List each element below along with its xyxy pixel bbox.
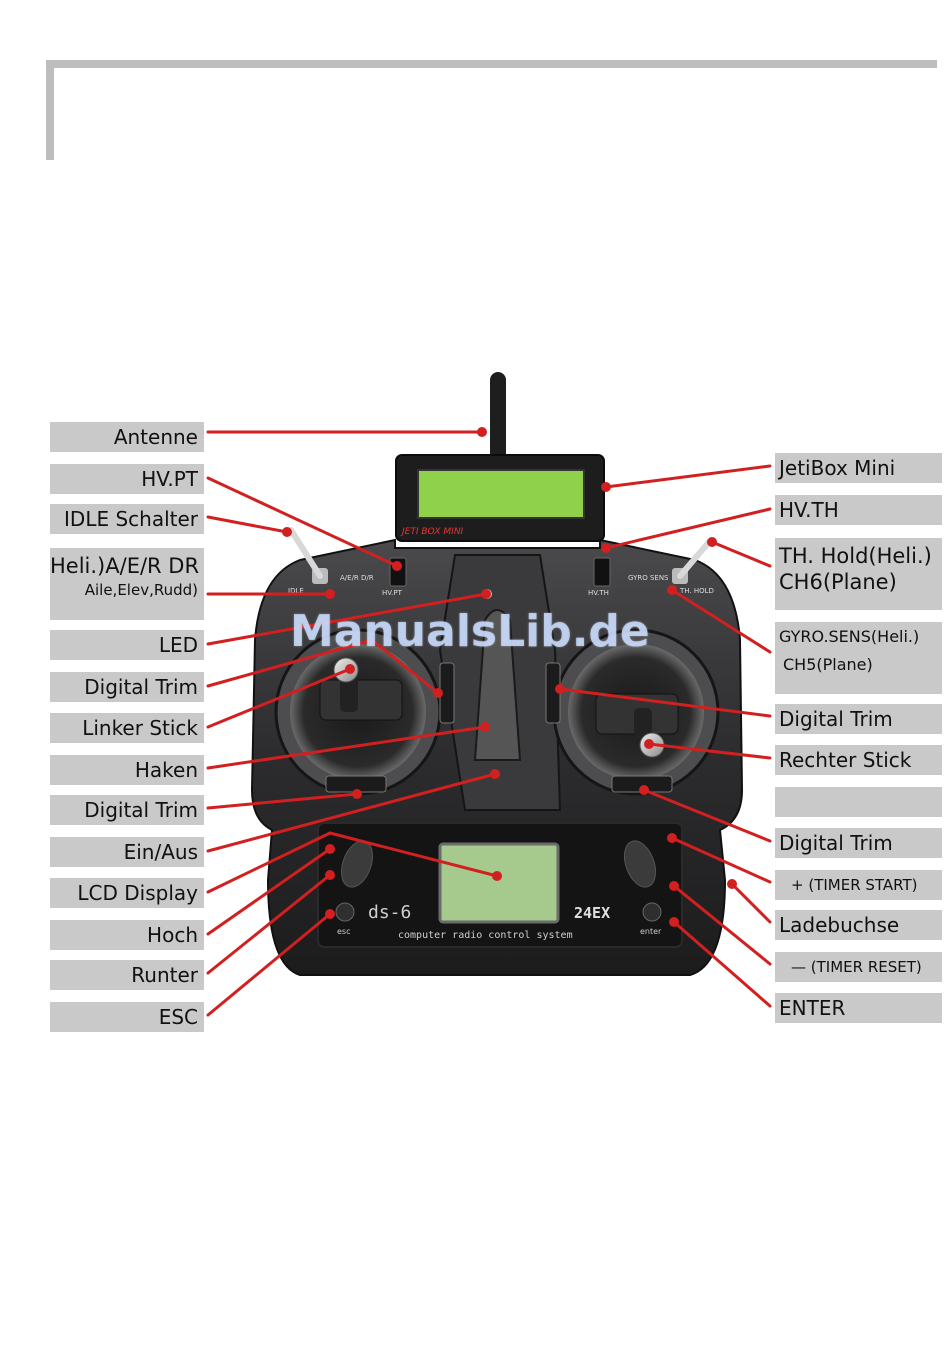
leader-hoch [206, 847, 332, 936]
label-gyro-sens: GYRO.SENS(Heli.) CH5(Plane) [775, 622, 942, 694]
label-digital-trim-4: Digital Trim [775, 828, 942, 858]
label-runter: Runter [50, 960, 204, 990]
leader-trim-2 [206, 792, 359, 810]
label-timer-start: + (TIMER START) [775, 870, 942, 900]
hvpt-switch-text: HV.PT [382, 589, 403, 597]
header-frame [46, 60, 937, 160]
leader-hvpt [206, 476, 399, 568]
left-stick-base [319, 679, 403, 721]
plus-button[interactable] [619, 837, 662, 892]
esc-key-label: esc [337, 927, 351, 936]
esc-button[interactable] [335, 902, 355, 922]
model-label: ds-6 [368, 902, 411, 923]
label-antenne: Antenne [50, 422, 204, 452]
leader-rechter-stick [647, 742, 772, 760]
label-aer-dr: Heli.)A/E/R DR Aile,Elev,Rudd) [50, 548, 204, 620]
leader-enter [672, 920, 772, 1008]
idle-switch-text: IDLE [288, 587, 304, 595]
label-hvth: HV.TH [775, 495, 942, 525]
slogan-label: computer radio control system [398, 930, 573, 941]
enter-key-label: enter [640, 927, 662, 936]
leader-dots [282, 427, 737, 927]
label-gyro-sens-line1: GYRO.SENS(Heli.) [779, 627, 920, 646]
label-hoch: Hoch [50, 920, 204, 950]
leader-jetibox [604, 464, 772, 489]
leader-ein-aus [206, 772, 497, 853]
label-haken: Haken [50, 755, 204, 785]
leader-led [206, 592, 488, 646]
leader-gyro [670, 588, 772, 654]
label-aer-dr-line1: Heli.)A/E/R DR [50, 554, 200, 578]
lcd-display [438, 842, 560, 924]
leader-trim-1b [370, 638, 440, 695]
leader-trim-1a [206, 638, 374, 688]
gyro-switch-text: GYRO SENS [628, 574, 669, 582]
leader-lines [206, 430, 772, 1017]
hvth-slider[interactable] [593, 557, 611, 587]
label-idle-schalter: IDLE Schalter [50, 504, 204, 534]
hvth-switch-text: HV.TH [588, 589, 609, 597]
label-th-hold-line2: CH6(Plane) [779, 570, 897, 595]
label-lcd-display: LCD Display [50, 878, 204, 908]
leader-runter [206, 873, 332, 975]
label-rechter-stick: Rechter Stick [775, 745, 942, 775]
leader-lcd [206, 831, 332, 894]
leader-ladebuchse [730, 882, 772, 924]
leader-trim-4 [642, 788, 772, 843]
jetibox-brand: JETI BOX MINI [400, 527, 464, 537]
label-esc: ESC [50, 1002, 204, 1032]
label-digital-trim-2: Digital Trim [50, 795, 204, 825]
leader-haken [206, 725, 487, 770]
label-ladebuchse: Ladebuchse [775, 910, 942, 940]
leader-plus [670, 836, 772, 884]
label-th-hold-line1: TH. Hold(Heli.) [779, 544, 932, 568]
label-th-hold: TH. Hold(Heli.) CH6(Plane) [775, 538, 942, 610]
label-jetibox-mini: JetiBox Mini [775, 453, 942, 483]
thhold-switch-text: TH. HOLD [679, 587, 714, 595]
label-aer-dr-line2: Aile,Elev,Rudd) [84, 581, 198, 600]
label-gyro-sens-line2: CH5(Plane) [783, 655, 873, 675]
leader-hvth [604, 507, 772, 550]
jetibox-lcd [417, 469, 585, 519]
antenna [490, 372, 506, 464]
label-timer-reset: — (TIMER RESET) [775, 952, 942, 982]
label-ein-aus: Ein/Aus [50, 837, 204, 867]
label-digital-trim-1: Digital Trim [50, 672, 204, 702]
idle-switch-lever[interactable] [288, 527, 323, 579]
label-hvpt: HV.PT [50, 464, 204, 494]
label-digital-trim-3: Digital Trim [775, 704, 942, 734]
leader-linker-stick [206, 667, 352, 729]
leader-minus [672, 884, 772, 966]
enter-button[interactable] [642, 902, 662, 922]
leader-lcd-b [328, 831, 499, 878]
leader-thhold [710, 540, 772, 568]
watermark: ManualsLib.de [290, 606, 650, 657]
label-led: LED [50, 630, 204, 660]
leader-esc [206, 912, 332, 1017]
label-enter: ENTER [775, 993, 942, 1023]
leader-trim-3 [558, 687, 772, 718]
band-label: 24EX [574, 904, 610, 922]
leader-idle [206, 515, 289, 534]
aer-switch-text: A/E/R D/R [340, 574, 374, 582]
thhold-switch-lever[interactable] [677, 539, 712, 579]
label-linker-stick: Linker Stick [50, 713, 204, 743]
label-blank [775, 787, 942, 817]
